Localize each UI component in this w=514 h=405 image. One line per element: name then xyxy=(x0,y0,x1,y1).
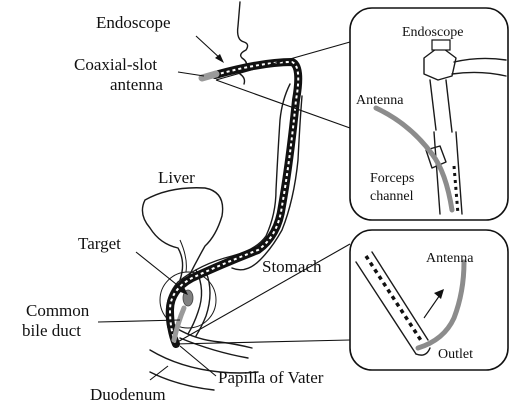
inset-top-leader-lower xyxy=(216,80,350,128)
label-stomach: Stomach xyxy=(262,257,322,276)
label-coaxial-slot-line2: antenna xyxy=(110,75,163,94)
inset-bottom-label-antenna: Antenna xyxy=(426,251,474,266)
label-duodenum: Duodenum xyxy=(90,385,166,404)
inset-bottom-leader-lower xyxy=(174,340,350,344)
inset-bottom: Antenna Outlet xyxy=(350,230,508,370)
label-common-bile-duct-line2: bile duct xyxy=(22,321,81,340)
inset-top: Endoscope Antenna Forceps channel xyxy=(350,8,508,220)
label-endoscope: Endoscope xyxy=(96,13,171,32)
antenna-in-duct xyxy=(174,308,184,340)
label-coaxial-slot-line1: Coaxial-slot xyxy=(74,55,157,74)
target-leader xyxy=(136,252,186,292)
inset-top-label-forceps-line2: channel xyxy=(370,189,414,204)
coaxial-leader xyxy=(178,72,204,76)
inset-endoscope-valve xyxy=(432,40,450,50)
inset-top-label-antenna: Antenna xyxy=(356,93,404,108)
antenna-tip-entry xyxy=(202,74,216,78)
label-papilla-of-vater: Papilla of Vater xyxy=(218,368,324,387)
inset-top-label-forceps-line1: Forceps xyxy=(370,171,414,186)
papilla-leader xyxy=(180,346,216,376)
label-target: Target xyxy=(78,234,121,253)
label-liver: Liver xyxy=(158,168,195,187)
inset-top-label-endoscope: Endoscope xyxy=(402,25,463,40)
inset-bottom-label-outlet: Outlet xyxy=(438,347,473,362)
inset-top-leader-upper xyxy=(216,42,350,80)
label-common-bile-duct-line1: Common xyxy=(26,301,90,320)
